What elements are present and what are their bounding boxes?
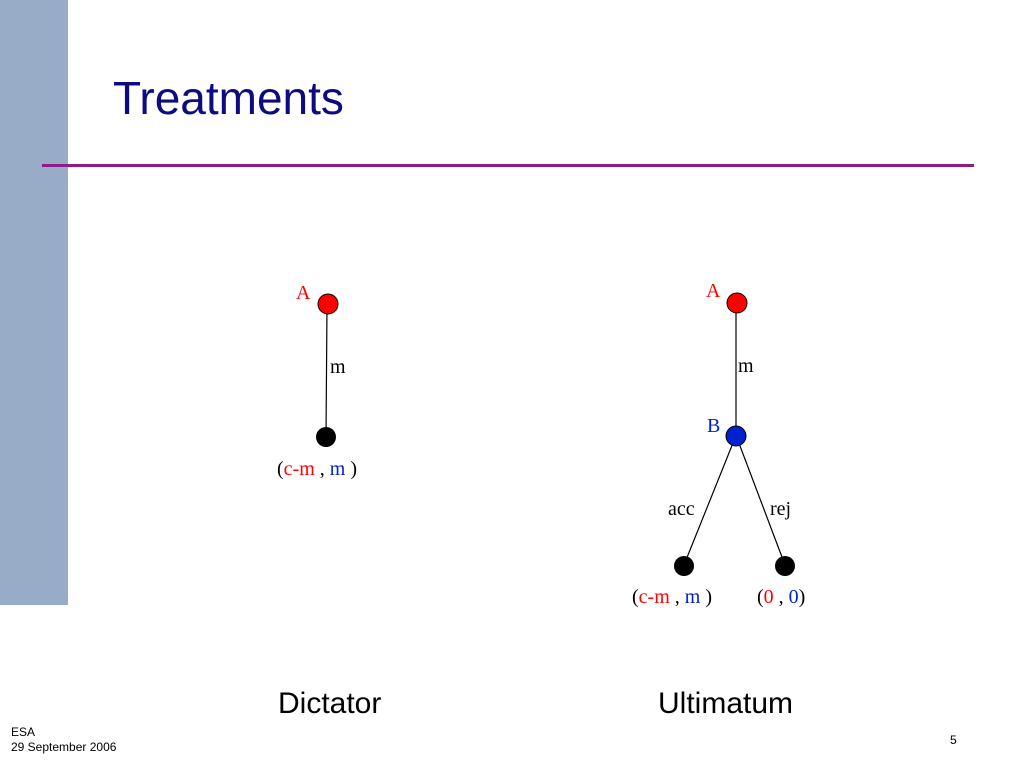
payoff-close: ) bbox=[799, 586, 806, 608]
ultimatum-node-a bbox=[726, 292, 748, 314]
dictator-caption: Dictator bbox=[278, 687, 382, 720]
payoff-first: 0 bbox=[764, 586, 774, 608]
payoff-second: 0 bbox=[789, 586, 799, 608]
payoff-second: m bbox=[685, 586, 701, 608]
payoff-sep: , bbox=[670, 586, 685, 608]
ultimatum-accept-label: acc bbox=[668, 498, 695, 520]
ultimatum-caption: Ultimatum bbox=[658, 687, 794, 720]
ultimatum-move-label: m bbox=[738, 355, 754, 377]
side-bar bbox=[0, 0, 68, 605]
dictator-move-label: m bbox=[330, 356, 346, 378]
footer-date: 29 September 2006 bbox=[11, 740, 117, 754]
ultimatum-reject-edge bbox=[736, 437, 786, 566]
payoff-first: c-m bbox=[284, 458, 316, 480]
payoff-first: c-m bbox=[639, 586, 671, 608]
payoff-close: ) bbox=[700, 586, 712, 608]
ultimatum-tree: A m B acc rej (c-m , m ) (0 , 0) bbox=[632, 280, 805, 608]
title-divider bbox=[42, 164, 974, 167]
footer-conference: ESA bbox=[11, 725, 36, 739]
ultimatum-player-a-label: A bbox=[706, 280, 721, 302]
payoff-sep: , bbox=[774, 586, 789, 608]
dictator-tree: A m (c-m , m ) bbox=[277, 282, 357, 480]
payoff-open: ( bbox=[277, 458, 284, 480]
ultimatum-accept-edge bbox=[683, 437, 736, 566]
payoff-open: ( bbox=[757, 586, 764, 608]
dictator-move-edge bbox=[325, 304, 328, 438]
dictator-player-a-label: A bbox=[296, 282, 311, 304]
ultimatum-reject-terminal-node bbox=[775, 556, 795, 576]
slide-title: Treatments bbox=[113, 72, 344, 124]
footer: ESA 29 September 2006 bbox=[11, 725, 116, 755]
ultimatum-accept-payoff: (c-m , m ) bbox=[632, 586, 712, 608]
payoff-close: ) bbox=[345, 458, 357, 480]
dictator-terminal-node bbox=[316, 427, 336, 447]
dictator-node-a bbox=[317, 293, 339, 315]
ultimatum-reject-payoff: (0 , 0) bbox=[757, 586, 805, 608]
payoff-open: ( bbox=[632, 586, 639, 608]
ultimatum-reject-label: rej bbox=[770, 498, 791, 520]
page-number: 5 bbox=[950, 733, 957, 747]
ultimatum-accept-terminal-node bbox=[674, 556, 694, 576]
ultimatum-node-b bbox=[725, 425, 747, 447]
payoff-second: m bbox=[330, 458, 346, 480]
dictator-payoff: (c-m , m ) bbox=[277, 458, 357, 480]
ultimatum-player-b-label: B bbox=[707, 415, 720, 437]
payoff-sep: , bbox=[315, 458, 330, 480]
